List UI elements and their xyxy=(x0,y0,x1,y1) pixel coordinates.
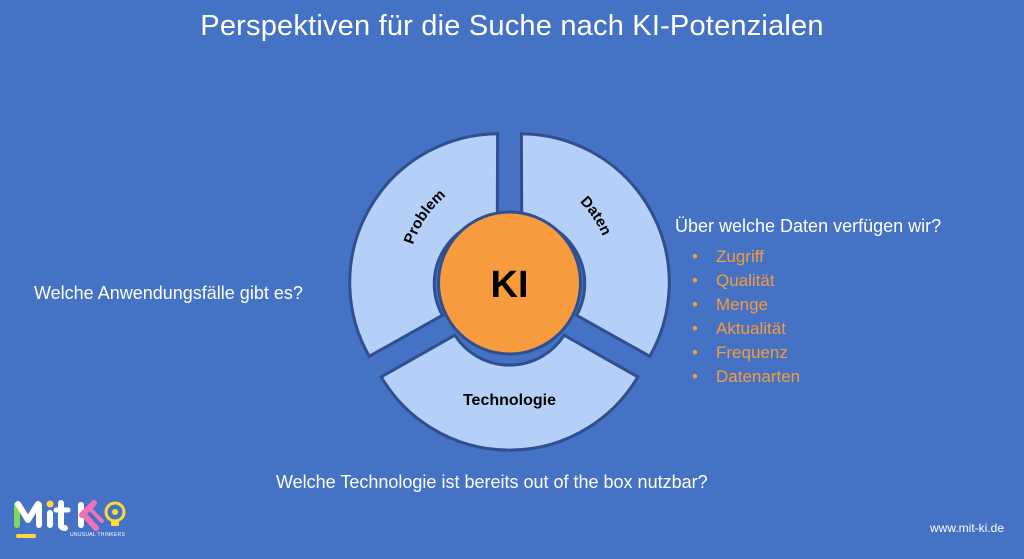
list-item: Aktualität xyxy=(692,317,800,341)
ring-segments xyxy=(348,132,671,452)
segment-label-technologie: Technologie xyxy=(463,392,556,409)
list-item: Frequenz xyxy=(692,341,800,365)
page-title: Perspektiven für die Suche nach KI-Poten… xyxy=(200,10,824,42)
mit-ki-logo xyxy=(14,500,126,538)
footer-url: www.mit-ki.de xyxy=(929,521,1004,535)
list-item: Qualität xyxy=(692,269,800,293)
question-problem: Welche Anwendungsfälle gibt es? xyxy=(34,283,303,303)
list-item: Menge xyxy=(692,293,800,317)
ki-center-circle xyxy=(437,210,582,356)
question-technologie: Welche Technologie ist bereits out of th… xyxy=(276,472,708,492)
list-item: Datenarten xyxy=(692,365,800,389)
segment-technologie xyxy=(379,333,640,452)
list-item: Zugriff xyxy=(692,245,800,269)
question-daten: Über welche Daten verfügen wir? xyxy=(675,216,942,236)
logo-tagline: UNUSUAL THINKERS xyxy=(70,532,126,538)
ki-center-label: KI xyxy=(491,264,529,306)
segment-problem xyxy=(348,132,500,359)
daten-aspects-list: Zugriff Qualität Menge Aktualität Freque… xyxy=(692,245,800,389)
